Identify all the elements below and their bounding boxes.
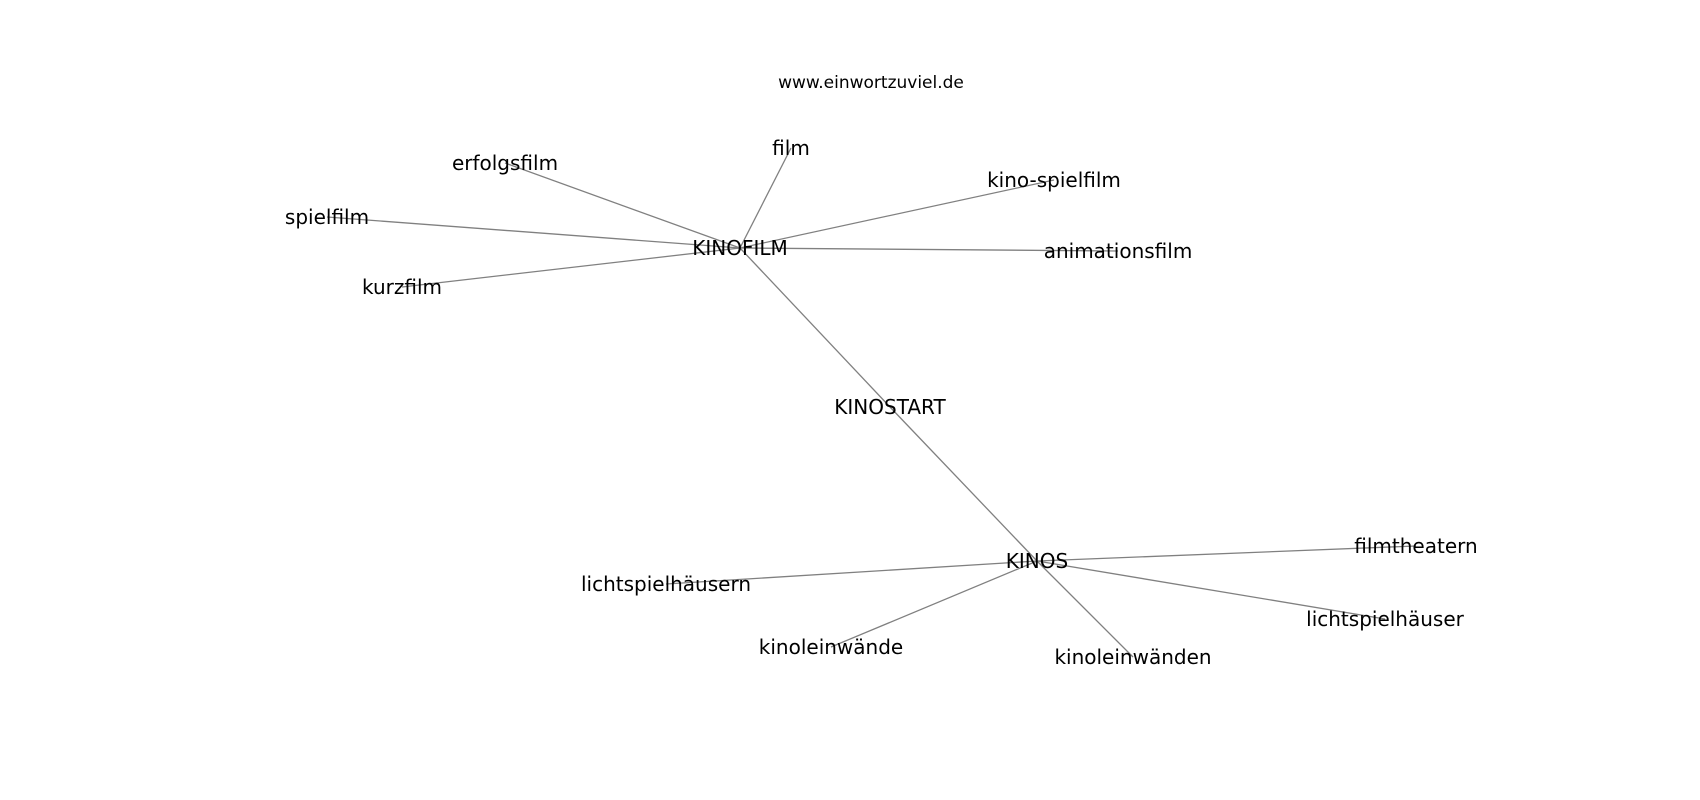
- node-erfolgsfilm: erfolgsfilm: [452, 151, 558, 175]
- node-kinostart: KINOSTART: [834, 395, 946, 419]
- node-lichtspielhaeuser: lichtspielhäuser: [1306, 607, 1464, 631]
- edge-kinofilm-spielfilm: [326, 216, 741, 249]
- edge-kinos-kinoleinwaenden: [1036, 560, 1134, 658]
- node-animationsfilm: animationsfilm: [1044, 239, 1193, 263]
- site-url-label: www.einwortzuviel.de: [778, 73, 964, 93]
- edge-kinos-filmtheatern: [1036, 545, 1417, 562]
- edge-kinofilm-animationsfilm: [739, 247, 1119, 252]
- node-kinofilm: KINOFILM: [692, 236, 788, 260]
- node-filmtheatern: filmtheatern: [1354, 534, 1477, 558]
- edge-kinofilm-kino-spielfilm: [739, 179, 1055, 249]
- edge-kinofilm-kurzfilm: [401, 247, 741, 288]
- edge-kinofilm-erfolgsfilm: [504, 162, 741, 249]
- node-kino-spielfilm: kino-spielfilm: [987, 168, 1121, 192]
- edge-kinofilm-film: [739, 147, 792, 249]
- edge-kinos-lichtspielhaeusern: [665, 560, 1038, 585]
- node-kinos: KINOS: [1006, 549, 1068, 573]
- edge-kinostart-kinos: [889, 406, 1038, 562]
- edge-kinofilm-kinostart: [739, 247, 891, 408]
- edge-kinos-lichtspielhaeuser: [1036, 560, 1386, 620]
- node-film: film: [772, 136, 810, 160]
- edge-kinos-kinoleinwaende: [830, 560, 1038, 648]
- node-lichtspielhaeusern: lichtspielhäusern: [581, 572, 751, 596]
- node-kinoleinwaende: kinoleinwände: [759, 635, 903, 659]
- edges-layer: [326, 147, 1417, 658]
- node-kurzfilm: kurzfilm: [362, 275, 442, 299]
- nodes-layer: KINOFILM KINOSTART KINOS film erfolgsfilm kin…: [285, 136, 1478, 669]
- node-kinoleinwaenden: kinoleinwänden: [1054, 645, 1211, 669]
- node-spielfilm: spielfilm: [285, 205, 369, 229]
